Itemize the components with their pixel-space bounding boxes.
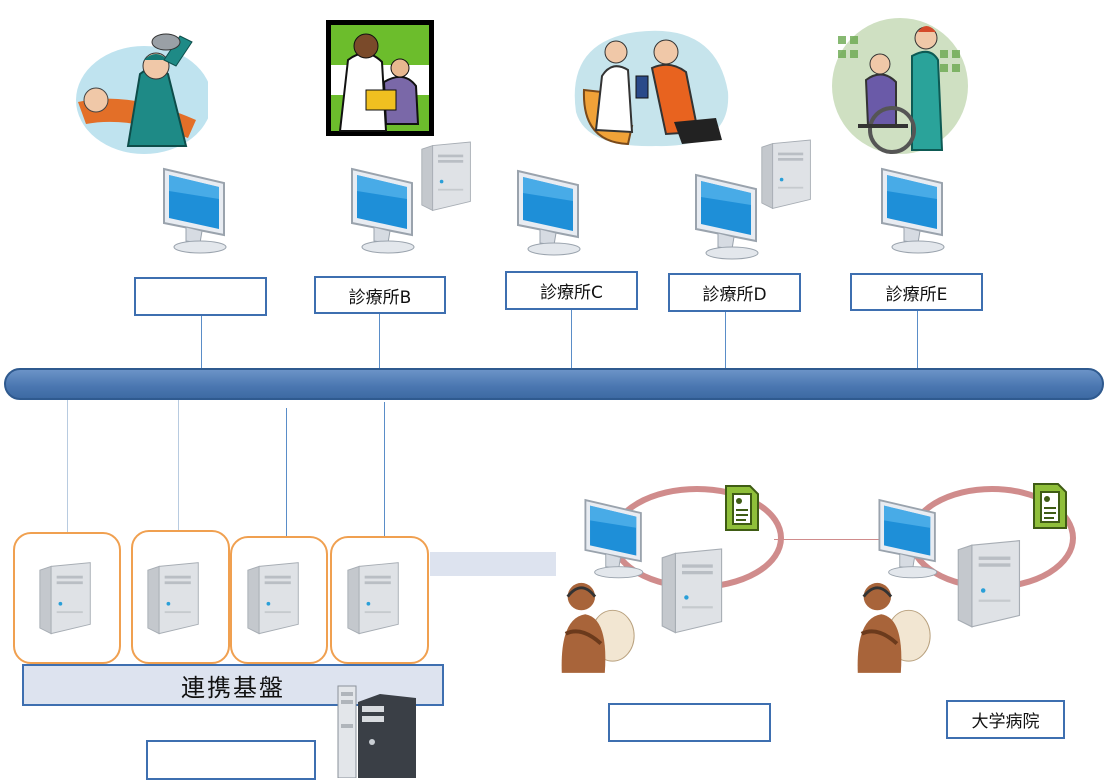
monitor-icon — [156, 164, 236, 256]
connector-line — [384, 402, 385, 536]
surgery-scene-illustration — [68, 20, 208, 155]
doctor-at-desk-icon — [552, 574, 640, 674]
monitor-icon — [344, 164, 424, 256]
network-bus — [4, 368, 1104, 400]
doctor-at-desk-icon — [848, 574, 936, 674]
hospital-link-line — [774, 539, 884, 540]
server-icon — [246, 560, 302, 640]
server-icon — [420, 140, 474, 216]
medical-record-icon — [722, 484, 762, 532]
platform-hospital-link — [430, 552, 556, 576]
clinic-a-label — [134, 277, 267, 316]
server-icon — [346, 560, 402, 640]
connector-line — [917, 311, 918, 368]
monitor-icon — [688, 170, 768, 262]
medical-record-icon — [1030, 482, 1070, 530]
connector-line — [725, 312, 726, 368]
server-icon — [956, 540, 1024, 632]
connector-line — [286, 408, 287, 536]
blood-pressure-check-illustration — [566, 22, 734, 152]
connector-line — [571, 310, 572, 368]
monitor-icon — [510, 166, 590, 258]
connector-line — [178, 400, 179, 530]
clinic-d-label: 診療所D — [668, 273, 801, 312]
connector-line — [67, 400, 68, 532]
clinic-e-label: 診療所E — [850, 273, 983, 311]
server-icon — [760, 138, 814, 214]
monitor-icon — [872, 496, 946, 580]
server-icon — [660, 548, 726, 638]
monitor-icon — [578, 496, 652, 580]
connector-line — [201, 316, 202, 368]
hospital-a-label — [608, 703, 771, 742]
clinic-b-label: 診療所B — [314, 276, 446, 314]
platform-name-box — [146, 740, 316, 780]
server-icon — [146, 560, 202, 640]
connector-line — [379, 314, 380, 368]
tower-server-icon — [336, 684, 420, 778]
wheelchair-care-illustration — [830, 16, 970, 156]
monitor-icon — [874, 164, 954, 256]
clinic-c-label: 診療所C — [505, 271, 638, 310]
server-icon — [38, 560, 94, 640]
doctor-examination-illustration — [326, 20, 434, 136]
university-hospital-label: 大学病院 — [946, 700, 1065, 739]
integration-platform-label: 連携基盤 — [181, 673, 285, 702]
